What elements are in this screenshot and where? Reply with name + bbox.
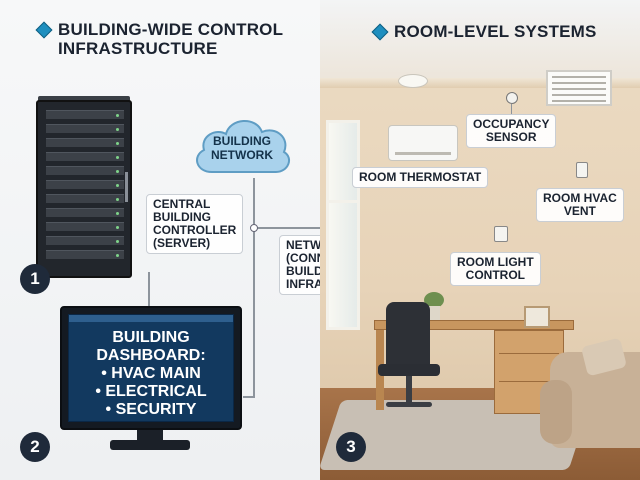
network-cloud-label: BUILDING NETWORK <box>194 134 290 162</box>
monitor-stand-base <box>110 440 190 450</box>
hvac-vent-line-1: ROOM HVAC <box>543 191 617 205</box>
network-cloud-line-1: BUILDING <box>213 134 271 148</box>
light-control-line-1: ROOM LIGHT <box>457 255 534 269</box>
server-rack-top <box>38 96 130 102</box>
cloud-icon <box>196 120 291 173</box>
vent-slat <box>552 76 606 78</box>
room-window <box>326 120 360 330</box>
left-title-line-2: INFRASTRUCTURE <box>58 39 218 58</box>
network-cloud-line-2: NETWORK <box>211 148 273 162</box>
sensor-leader <box>511 104 512 114</box>
ceiling-edge <box>320 78 640 88</box>
light-switch-icon <box>494 226 508 242</box>
vent-slat <box>552 88 606 90</box>
hvac-vent-line-2: VENT <box>563 204 596 218</box>
left-section-title: BUILDING-WIDE CONTROL INFRASTRUCTURE <box>58 20 283 58</box>
occupancy-sensor-label: OCCUPANCY SENSOR <box>466 114 557 148</box>
occupancy-line-2: SENSOR <box>485 130 537 144</box>
rack-unit <box>46 180 124 189</box>
window-mullion <box>326 200 360 203</box>
ceiling-light-icon <box>398 74 428 88</box>
occupancy-sensor-icon <box>506 92 518 104</box>
office-chair-back <box>386 302 430 368</box>
light-control-line-2: CONTROL <box>465 268 525 282</box>
rack-unit <box>46 152 124 161</box>
dashboard-screen: BUILDING DASHBOARD: • HVAC MAIN • ELECTR… <box>68 314 234 422</box>
thermostat-device-icon <box>576 162 588 178</box>
picture-frame <box>524 306 550 328</box>
office-chair-base <box>386 402 432 407</box>
left-title-line-1: BUILDING-WIDE CONTROL <box>58 20 284 39</box>
drawer-divider <box>499 381 559 382</box>
drawer-divider <box>499 353 559 354</box>
air-conditioner-icon <box>388 125 458 161</box>
rack-unit <box>46 138 124 147</box>
screen-title-bar <box>69 315 233 322</box>
vent-slat <box>552 94 606 96</box>
rack-unit <box>46 124 124 133</box>
ac-vent-slot <box>395 152 451 155</box>
vent-slat <box>552 82 606 84</box>
dashboard-line-2: DASHBOARD: <box>96 347 206 364</box>
vent-slat <box>552 100 606 102</box>
dashboard-text: BUILDING DASHBOARD: • HVAC MAIN • ELECTR… <box>69 329 233 419</box>
office-chair-stem <box>406 376 412 402</box>
junction-node <box>250 224 258 232</box>
office-chair-seat <box>378 364 440 376</box>
controller-line-1: CENTRAL <box>153 197 211 211</box>
step-badge-2: 2 <box>20 432 50 462</box>
central-controller-label: CENTRAL BUILDING CONTROLLER (SERVER) <box>146 194 244 254</box>
rack-unit <box>46 194 124 203</box>
desk-top <box>374 320 574 330</box>
right-section-title: ROOM-LEVEL SYSTEMS <box>394 22 597 41</box>
step-badge-1: 1 <box>20 264 50 294</box>
server-rack-icon <box>36 100 132 278</box>
rack-unit <box>46 236 124 245</box>
room-thermostat-label: ROOM THERMOSTAT <box>352 167 489 188</box>
monitor-icon: BUILDING DASHBOARD: • HVAC MAIN • ELECTR… <box>60 306 242 430</box>
dashboard-line-1: BUILDING <box>112 329 190 346</box>
step-badge-3: 3 <box>336 432 366 462</box>
hvac-vent-grille-icon <box>546 70 612 106</box>
occupancy-line-1: OCCUPANCY <box>473 117 550 131</box>
controller-line-3: CONTROLLER <box>153 223 237 237</box>
dashboard-item-electrical: • ELECTRICAL <box>95 383 207 400</box>
rack-unit <box>46 208 124 217</box>
room-hvac-vent-label: ROOM HVAC VENT <box>536 188 624 222</box>
connector-dashboard-horizontal <box>243 396 255 398</box>
room-light-control-label: ROOM LIGHT CONTROL <box>450 252 541 286</box>
dashboard-item-hvac: • HVAC MAIN <box>101 365 201 382</box>
connector-controller-monitor <box>148 272 150 306</box>
connector-cloud-vertical <box>253 178 255 398</box>
rack-door-handle <box>125 172 128 202</box>
plant-icon <box>424 292 444 308</box>
monitor-stand-neck <box>137 430 163 442</box>
controller-line-2: BUILDING <box>153 210 211 224</box>
rack-unit <box>46 250 124 259</box>
rack-unit <box>46 166 124 175</box>
rack-unit <box>46 222 124 231</box>
armchair-arm <box>540 380 572 444</box>
dashboard-item-security: • SECURITY <box>105 401 197 418</box>
controller-line-4: (SERVER) <box>153 236 211 250</box>
rack-unit <box>46 110 124 119</box>
plant-pot <box>428 306 440 320</box>
